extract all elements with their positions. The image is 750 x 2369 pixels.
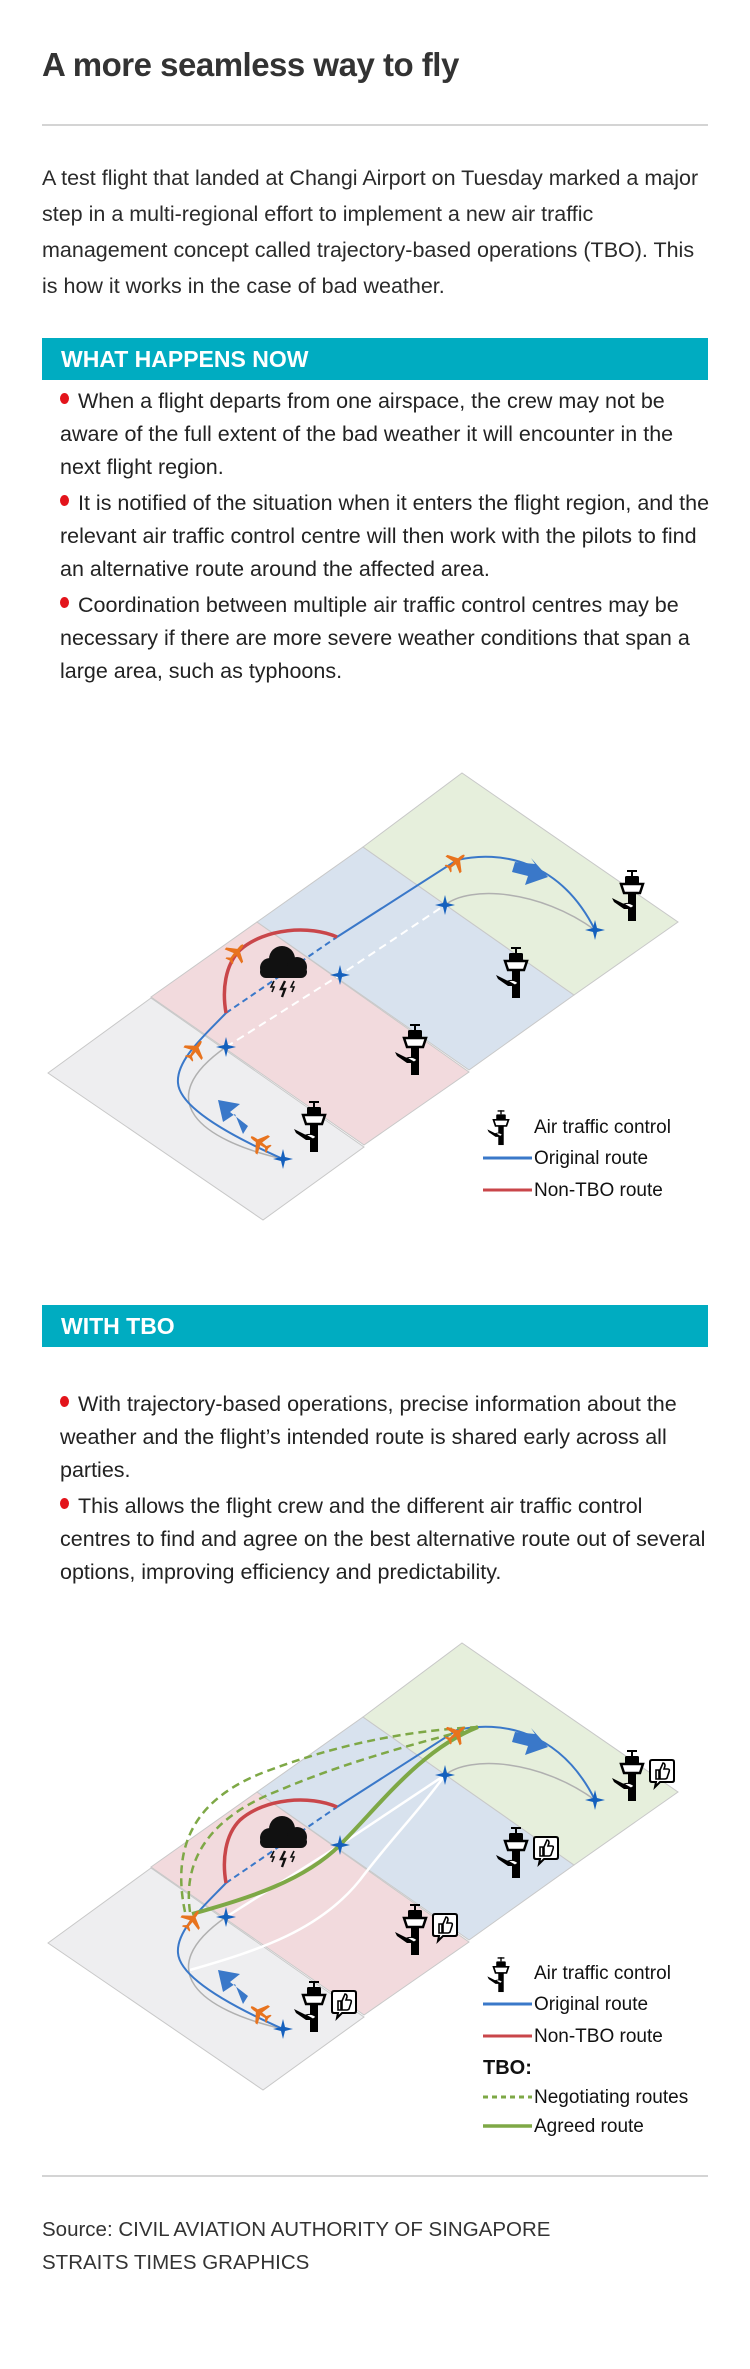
section-header-label: WITH TBO: [61, 1313, 175, 1339]
bullet-list-now: When a flight departs from one airspace,…: [60, 385, 715, 691]
original-route: [176, 1012, 284, 1160]
title-divider: [42, 124, 708, 126]
bullet-dot-icon: [60, 1498, 69, 1509]
direction-arrow: [512, 858, 548, 885]
legend-atc-icon: [486, 1109, 510, 1146]
legend-non-tbo-label: Non-TBO route: [534, 1180, 663, 1201]
legend-atc-icon: [486, 1956, 510, 1993]
airspace-tile-pink: [150, 921, 470, 1146]
original-route-dashed: [225, 936, 338, 1014]
legend-atc-label: Air traffic control: [534, 1117, 671, 1138]
section-header-what-happens-now: WHAT HAPPENS NOW: [42, 338, 708, 380]
bullet-dot-icon: [60, 495, 69, 506]
bullet-dot-icon: [60, 393, 69, 404]
airspace-tile-green: [362, 772, 679, 996]
legend: Air traffic control Original route Non-T…: [483, 1109, 671, 1201]
bullet-dot-icon: [60, 1396, 69, 1407]
airspace-tile-gray: [47, 1867, 365, 2091]
bullet-text: With trajectory-based operations, precis…: [60, 1392, 677, 1482]
original-route-dashed: [225, 1806, 338, 1884]
bullet-list-tbo: With trajectory-based operations, precis…: [60, 1388, 715, 1592]
legend-tbo-heading: TBO:: [483, 2057, 532, 2079]
page-title: A more seamless way to fly: [42, 46, 459, 83]
thumbs-up-bubble-icon: [649, 1759, 675, 1788]
bullet-dot-icon: [60, 597, 69, 608]
diagram-tbo-routing: Air traffic control Original route Non-T…: [47, 1642, 688, 2137]
non-tbo-route: [222, 1798, 338, 1884]
airspace-tile-pink: [150, 1791, 470, 2016]
thumbs-up-bubble-icon: [432, 1913, 458, 1942]
thumbs-up-bubble-icon: [533, 1836, 559, 1865]
legend-negotiating-label: Negotiating routes: [534, 2087, 688, 2108]
source-line: Source: CIVIL AVIATION AUTHORITY OF SING…: [42, 2218, 551, 2241]
direction-arrow: [218, 1100, 248, 1134]
original-route: [176, 1882, 284, 2030]
credit-line: STRAITS TIMES GRAPHICS: [42, 2251, 310, 2274]
section-header-with-tbo: WITH TBO: [42, 1305, 708, 1347]
direction-arrow: [218, 1970, 248, 2004]
bullet-item: Coordination between multiple air traffi…: [60, 589, 715, 688]
bullet-text: When a flight departs from one airspace,…: [60, 389, 674, 479]
diagram-current-routing: Air traffic control Original route Non-T…: [47, 772, 679, 1221]
airspace-tiles: [47, 772, 679, 1221]
legend-agreed-label: Agreed route: [534, 2116, 644, 2137]
gray-route: [188, 892, 596, 1160]
airspace-tile-green: [362, 1642, 679, 1866]
thumbs-up-bubble-icon: [331, 1990, 357, 2019]
bullet-text: This allows the flight crew and the diff…: [60, 1494, 706, 1584]
gray-route: [188, 1762, 596, 2030]
legend: Air traffic control Original route Non-T…: [483, 1956, 688, 2137]
bullet-item: With trajectory-based operations, precis…: [60, 1388, 715, 1487]
bullet-text: Coordination between multiple air traffi…: [60, 593, 690, 683]
negotiating-route: [180, 1725, 479, 1913]
direction-arrow: [512, 1728, 548, 1755]
legend-non-tbo-label: Non-TBO route: [534, 2026, 663, 2047]
source-credit: Source: CIVIL AVIATION AUTHORITY OF SING…: [42, 2213, 550, 2279]
legend-original-label: Original route: [534, 1994, 648, 2015]
intro-paragraph: A test flight that landed at Changi Airp…: [42, 166, 699, 298]
section-header-label: WHAT HAPPENS NOW: [61, 346, 309, 372]
legend-original-label: Original route: [534, 1148, 648, 1169]
bullet-item: When a flight departs from one airspace,…: [60, 385, 715, 484]
bullet-item: It is notified of the situation when it …: [60, 487, 715, 586]
bullet-text: It is notified of the situation when it …: [60, 491, 710, 581]
airspace-tile-gray: [47, 997, 365, 1221]
footer-divider: [42, 2175, 708, 2177]
legend-atc-label: Air traffic control: [534, 1963, 671, 1984]
airspace-tiles: [47, 1642, 679, 2091]
bullet-item: This allows the flight crew and the diff…: [60, 1490, 715, 1589]
